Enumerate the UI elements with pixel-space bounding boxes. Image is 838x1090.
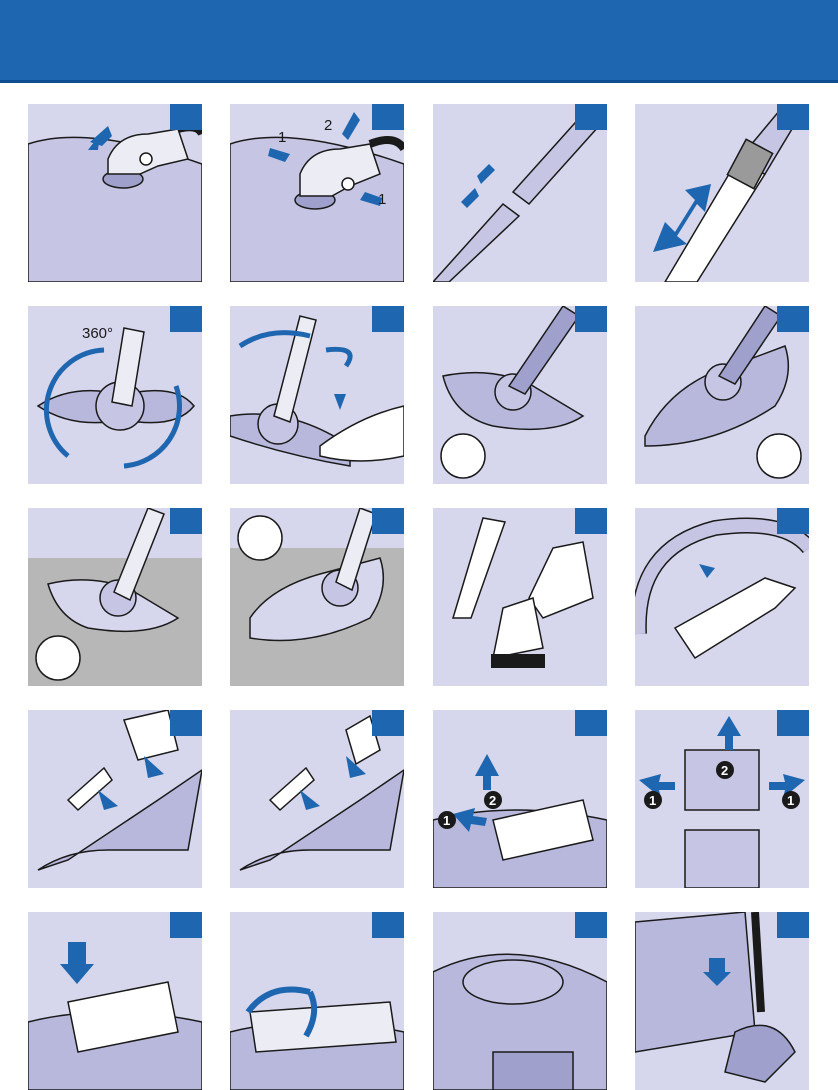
panel-9-illustration xyxy=(28,508,202,686)
step-badge xyxy=(575,912,607,938)
step-badge xyxy=(575,104,607,130)
step-badge xyxy=(372,508,404,534)
panel-6-press-pedal xyxy=(230,306,404,484)
panel-2-release-hose: 1 2 1 xyxy=(230,104,404,282)
panel-3-connect-tubes xyxy=(433,104,607,282)
panel-10-illustration xyxy=(230,508,404,686)
panel-14-store-brush xyxy=(230,710,404,888)
panel-4-adjust-tube-length xyxy=(635,104,809,282)
detail-icon xyxy=(238,516,282,560)
step-badge xyxy=(170,912,202,938)
panel-4-illustration xyxy=(635,104,809,282)
panel-7-hard-floor-mode xyxy=(433,306,607,484)
panel-7-illustration xyxy=(433,306,607,484)
step-badge xyxy=(170,306,202,332)
panel-18-illustration xyxy=(230,912,404,1090)
panel-13-store-tools xyxy=(28,710,202,888)
panel-10-nozzle-carpet-brush xyxy=(230,508,404,686)
step-badge xyxy=(777,508,809,534)
panel-20-park-nozzle xyxy=(635,912,809,1090)
step-badge xyxy=(575,508,607,534)
arrow-icon xyxy=(477,164,495,184)
step-badge xyxy=(170,710,202,736)
panel-15-illustration: 1 2 xyxy=(433,710,607,888)
down-arrow-icon xyxy=(334,394,346,410)
arrow-icon xyxy=(300,790,320,810)
up-arrow-icon xyxy=(342,112,360,140)
arrow-icon xyxy=(98,790,118,810)
step-badge xyxy=(170,104,202,130)
label-step-1-right: 1 xyxy=(378,191,386,208)
panel-9-nozzle-on-carpet xyxy=(28,508,202,686)
panel-18-close-filter xyxy=(230,912,404,1090)
arrow-icon xyxy=(461,188,479,208)
panel-11-accessory-tools xyxy=(433,508,607,686)
step-number-2-text: 2 xyxy=(721,763,728,778)
detail-icon xyxy=(36,636,80,680)
panel-20-illustration xyxy=(635,912,809,1090)
step-badge xyxy=(372,710,404,736)
crevice-tool-icon xyxy=(453,518,505,618)
panel-12-illustration xyxy=(635,508,809,686)
panel-1-illustration xyxy=(28,104,202,282)
panel-16-open-filter: 1 2 1 xyxy=(635,710,809,888)
step-badge xyxy=(777,306,809,332)
panel-17-insert-filter xyxy=(28,912,202,1090)
panel-17-illustration xyxy=(28,912,202,1090)
panel-5-rotate-nozzle: 360° xyxy=(28,306,202,484)
step-badge xyxy=(575,306,607,332)
panel-3-illustration xyxy=(433,104,607,282)
step-badge xyxy=(777,104,809,130)
up-arrow-icon xyxy=(475,754,499,790)
step-number-1-right-text: 1 xyxy=(787,793,794,808)
step-badge xyxy=(170,508,202,534)
panel-5-illustration: 360° xyxy=(28,306,202,484)
step-number-1-left-text: 1 xyxy=(649,793,656,808)
label-step-1-left: 1 xyxy=(278,129,286,146)
panel-1-attach-hose xyxy=(28,104,202,282)
panel-16-illustration: 1 2 1 xyxy=(635,710,809,888)
step-badge xyxy=(372,306,404,332)
step-number-1-text: 1 xyxy=(443,813,450,828)
step-badge xyxy=(777,912,809,938)
panel-13-illustration xyxy=(28,710,202,888)
panel-11-illustration xyxy=(433,508,607,686)
panel-8-illustration xyxy=(635,306,809,484)
panel-12-accessory-holder xyxy=(635,508,809,686)
down-arrow-icon xyxy=(60,942,94,984)
panel-8-carpet-mode xyxy=(635,306,809,484)
brush-detail-icon xyxy=(757,434,801,478)
panel-19-appliance-top xyxy=(433,912,607,1090)
holder-clip-icon xyxy=(675,578,795,658)
step-badge xyxy=(575,710,607,736)
up-arrow-icon xyxy=(717,716,741,750)
panel-19-illustration xyxy=(433,912,607,1090)
panel-14-illustration xyxy=(230,710,404,888)
label-step-2: 2 xyxy=(324,117,332,134)
step-number-2-text: 2 xyxy=(489,793,496,808)
upholstery-tool-icon xyxy=(529,542,593,618)
panel-15-remove-filter: 1 2 xyxy=(433,710,607,888)
brush-detail-icon xyxy=(441,434,485,478)
header-band xyxy=(0,0,838,83)
panel-6-illustration xyxy=(230,306,404,484)
step-badge xyxy=(777,710,809,736)
panel-2-illustration: 1 2 1 xyxy=(230,104,404,282)
step-badge xyxy=(372,104,404,130)
arrow-icon xyxy=(144,756,164,778)
dusting-brush-icon xyxy=(493,598,543,658)
step-badge xyxy=(372,912,404,938)
label-360-degrees: 360° xyxy=(82,325,113,342)
arrow-icon xyxy=(699,564,715,578)
